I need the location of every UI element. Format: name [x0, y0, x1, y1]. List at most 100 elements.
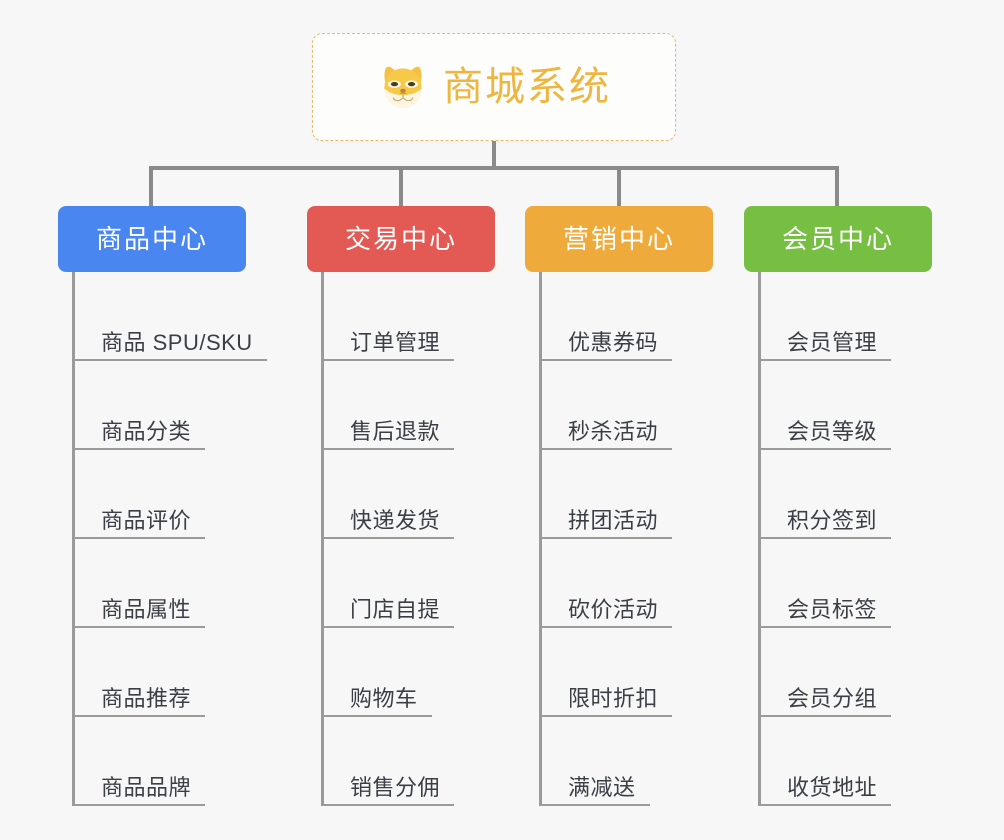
leaf-label: 商品品牌 [101, 774, 192, 800]
branch-leaf-list-trade: 订单管理 售后退款 快递发货 门店自提 购物车 销售分佣 [307, 272, 495, 806]
branch-header-trade[interactable]: 交易中心 [307, 206, 495, 272]
leaf-item[interactable]: 销售分佣 [322, 717, 495, 806]
leaf-underline [759, 715, 891, 717]
branch-header-label: 会员中心 [781, 224, 894, 254]
leaf-underline [540, 804, 650, 806]
leaf-label: 售后退款 [350, 418, 441, 444]
leaf-item[interactable]: 商品 SPU/SKU [73, 272, 267, 361]
leaf-underline [759, 804, 891, 806]
leaf-item[interactable]: 优惠券码 [540, 272, 713, 361]
leaf-underline [73, 359, 267, 361]
leaf-underline [759, 626, 891, 628]
root-node-content: 商城系统 [377, 61, 611, 113]
leaf-item[interactable]: 订单管理 [322, 272, 495, 361]
leaf-label: 销售分佣 [350, 774, 441, 800]
leaf-item[interactable]: 售后退款 [322, 361, 495, 450]
leaf-underline [540, 448, 672, 450]
leaf-label: 收货地址 [787, 774, 878, 800]
branch-column-product: 商品中心 商品 SPU/SKU 商品分类 商品评价 商品属性 商品推荐 [58, 206, 267, 806]
leaf-underline [73, 715, 205, 717]
leaf-label: 积分签到 [787, 507, 878, 533]
leaf-underline [322, 359, 454, 361]
leaf-underline [540, 715, 672, 717]
leaf-item[interactable]: 会员分组 [759, 628, 932, 717]
branch-header-label: 商品中心 [95, 224, 208, 254]
branch-header-marketing[interactable]: 营销中心 [525, 206, 713, 272]
leaf-item[interactable]: 会员等级 [759, 361, 932, 450]
leaf-item[interactable]: 商品分类 [73, 361, 246, 450]
leaf-underline [759, 537, 891, 539]
branch-header-product[interactable]: 商品中心 [58, 206, 246, 272]
leaf-item[interactable]: 会员标签 [759, 539, 932, 628]
leaf-underline [322, 804, 454, 806]
leaf-label: 商品 SPU/SKU [101, 329, 253, 355]
leaf-underline [759, 448, 891, 450]
leaf-underline [322, 448, 454, 450]
leaf-label: 会员分组 [787, 685, 878, 711]
branch-leaf-list-member: 会员管理 会员等级 积分签到 会员标签 会员分组 收货地址 [744, 272, 932, 806]
leaf-label: 商品推荐 [101, 685, 192, 711]
leaf-item[interactable]: 积分签到 [759, 450, 932, 539]
leaf-item[interactable]: 商品属性 [73, 539, 246, 628]
branch-header-member[interactable]: 会员中心 [744, 206, 932, 272]
root-title: 商城系统 [443, 65, 611, 109]
leaf-item[interactable]: 秒杀活动 [540, 361, 713, 450]
leaf-item[interactable]: 拼团活动 [540, 450, 713, 539]
connector-drop-branch-2 [399, 166, 403, 206]
leaf-underline [322, 537, 454, 539]
leaf-underline [759, 359, 891, 361]
branch-leaf-list-product: 商品 SPU/SKU 商品分类 商品评价 商品属性 商品推荐 商品品牌 [58, 272, 267, 806]
leaf-item[interactable]: 商品品牌 [73, 717, 246, 806]
connector-root-stem [492, 141, 496, 169]
leaf-item[interactable]: 会员管理 [759, 272, 932, 361]
leaf-label: 会员等级 [787, 418, 878, 444]
branch-spine [539, 272, 542, 806]
leaf-label: 购物车 [350, 685, 418, 711]
shiba-dog-face-icon [384, 66, 422, 109]
branch-column-trade: 交易中心 订单管理 售后退款 快递发货 门店自提 购物车 [307, 206, 495, 806]
branch-header-label: 营销中心 [562, 224, 675, 254]
leaf-underline [540, 359, 672, 361]
leaf-label: 限时折扣 [568, 685, 659, 711]
connector-drop-branch-4 [835, 166, 839, 206]
root-node[interactable]: 商城系统 [312, 33, 676, 141]
branch-spine [758, 272, 761, 806]
leaf-underline [540, 626, 672, 628]
leaf-label: 会员管理 [787, 329, 878, 355]
leaf-label: 优惠券码 [568, 329, 659, 355]
leaf-item[interactable]: 快递发货 [322, 450, 495, 539]
leaf-label: 订单管理 [350, 329, 441, 355]
leaf-underline [540, 537, 672, 539]
branch-spine [72, 272, 75, 806]
leaf-item[interactable]: 砍价活动 [540, 539, 713, 628]
leaf-label: 秒杀活动 [568, 418, 659, 444]
leaf-underline [73, 626, 205, 628]
leaf-label: 快递发货 [350, 507, 441, 533]
leaf-item[interactable]: 购物车 [322, 628, 495, 717]
leaf-underline [73, 448, 205, 450]
leaf-underline [73, 537, 205, 539]
leaf-label: 拼团活动 [568, 507, 659, 533]
leaf-item[interactable]: 门店自提 [322, 539, 495, 628]
connector-horizontal-bar [149, 166, 839, 170]
leaf-item[interactable]: 商品推荐 [73, 628, 246, 717]
leaf-item[interactable]: 限时折扣 [540, 628, 713, 717]
leaf-label: 砍价活动 [568, 596, 659, 622]
leaf-label: 商品分类 [101, 418, 192, 444]
leaf-label: 商品评价 [101, 507, 192, 533]
leaf-label: 满减送 [568, 774, 636, 800]
leaf-label: 门店自提 [350, 596, 441, 622]
leaf-item[interactable]: 商品评价 [73, 450, 246, 539]
leaf-underline [322, 715, 432, 717]
branch-spine [321, 272, 324, 806]
leaf-item[interactable]: 收货地址 [759, 717, 932, 806]
leaf-label: 会员标签 [787, 596, 878, 622]
leaf-underline [73, 804, 205, 806]
leaf-label: 商品属性 [101, 596, 192, 622]
branch-leaf-list-marketing: 优惠券码 秒杀活动 拼团活动 砍价活动 限时折扣 满减送 [525, 272, 713, 806]
leaf-item[interactable]: 满减送 [540, 717, 713, 806]
branch-header-label: 交易中心 [344, 224, 457, 254]
leaf-underline [322, 626, 454, 628]
connector-drop-branch-3 [617, 166, 621, 206]
